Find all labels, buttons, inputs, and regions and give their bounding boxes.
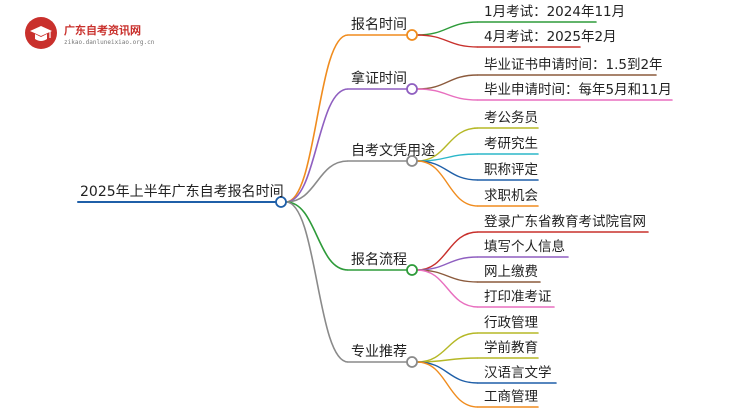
site-logo: 广东自考资讯网 zikao.danluneixiao.org.cn xyxy=(24,16,154,56)
leaf-topic: 工商管理 xyxy=(484,389,538,405)
leaf-topic: 打印准考证 xyxy=(484,289,552,305)
leaf-topic: 学前教育 xyxy=(484,340,538,356)
branch-to-leaf-link xyxy=(416,357,479,363)
leaf-topic: 网上缴费 xyxy=(484,264,538,280)
branch-node xyxy=(406,264,418,276)
logo-subtitle: zikao.danluneixiao.org.cn xyxy=(64,39,155,46)
branch-topic: 拿证时间 xyxy=(351,71,407,87)
branch-to-leaf-link xyxy=(416,74,479,90)
branch-to-leaf-link xyxy=(416,361,479,384)
graduation-cap-icon xyxy=(25,17,57,49)
branch-to-leaf-link xyxy=(416,231,479,271)
leaf-topic: 求职机会 xyxy=(484,188,538,204)
leaf-topic: 登录广东省教育考试院官网 xyxy=(484,214,646,230)
branch-to-leaf-link xyxy=(416,160,479,181)
branch-to-leaf-link xyxy=(416,269,479,308)
leaf-topic: 毕业证书申请时间：1.5到2年 xyxy=(484,57,663,73)
root-to-branch-link xyxy=(285,160,349,203)
branch-to-leaf-link xyxy=(416,88,479,101)
branch-topic: 自考文凭用途 xyxy=(351,143,435,159)
branch-topic: 报名时间 xyxy=(351,17,407,33)
leaf-topic: 4月考试：2025年2月 xyxy=(484,29,617,45)
branch-node xyxy=(406,155,418,167)
leaf-topic: 填写个人信息 xyxy=(484,239,565,255)
leaf-topic: 考研究生 xyxy=(484,136,538,152)
branch-topic: 专业推荐 xyxy=(351,344,407,360)
root-topic: 2025年上半年广东自考报名时间 xyxy=(80,184,284,200)
leaf-topic: 1月考试：2024年11月 xyxy=(484,4,626,20)
root-to-branch-link xyxy=(285,201,349,363)
root-to-branch-link xyxy=(285,201,349,271)
root-node xyxy=(275,196,287,208)
branch-node xyxy=(406,29,418,41)
leaf-topic: 毕业申请时间：每年5月和11月 xyxy=(484,82,672,98)
branch-node xyxy=(406,83,418,95)
logo-title: 广东自考资讯网 xyxy=(64,24,141,37)
branch-to-leaf-link xyxy=(416,160,479,207)
branch-to-leaf-link xyxy=(416,361,479,408)
leaf-topic: 职称评定 xyxy=(484,162,538,178)
branch-to-leaf-link xyxy=(416,21,479,36)
branch-to-leaf-link xyxy=(416,34,479,48)
root-to-branch-link xyxy=(285,88,349,203)
root-to-branch-link xyxy=(285,34,349,203)
leaf-topic: 行政管理 xyxy=(484,315,538,331)
leaf-topic: 汉语言文学 xyxy=(484,365,552,381)
branch-topic: 报名流程 xyxy=(351,252,407,268)
leaf-topic: 考公务员 xyxy=(484,110,538,126)
branch-node xyxy=(406,356,418,368)
